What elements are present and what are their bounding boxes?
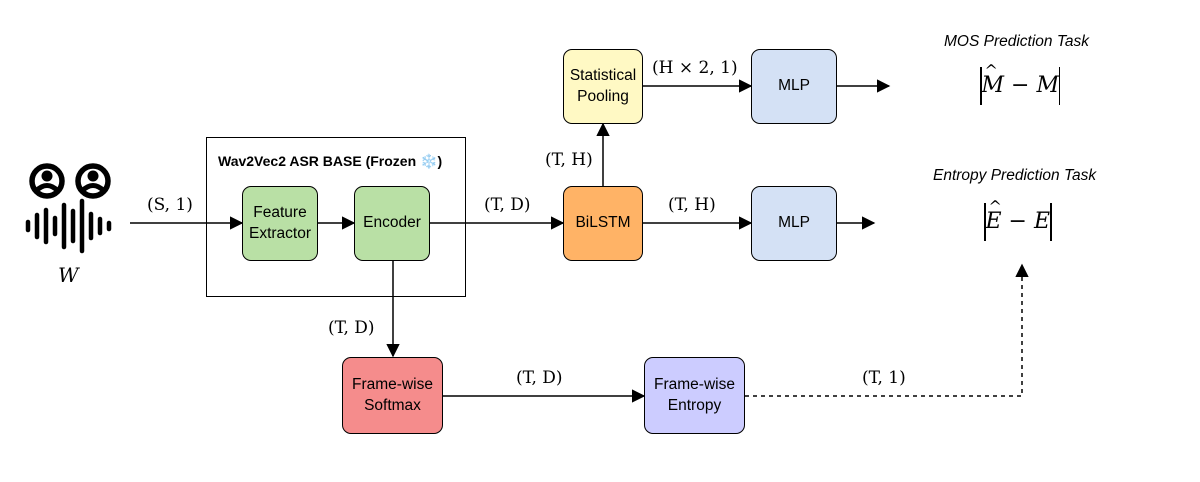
mlp-mid-block: MLP [751,186,837,261]
softmax-block: Frame-wise Softmax [342,357,443,434]
dim-pool-to-mlp: (H × 2, 1) [652,58,738,78]
speaker-waveform-icon [25,163,112,254]
snowflake-icon: ❄️ [420,153,438,169]
mos-task-title: MOS Prediction Task [944,33,1090,50]
input-label: W [58,263,79,287]
entropy-block: Frame-wise Entropy [644,357,745,434]
entropy-loss: E − E [984,197,1052,241]
statistical-pooling-block: Statistical Pooling [563,49,643,124]
encoder-block: Encoder [354,186,430,261]
frame-title: Wav2Vec2 ASR BASE (Frozen ❄️) [218,153,443,169]
dim-bilstm-to-pool: (T, H) [545,150,593,170]
mlp-top-block: MLP [751,49,837,124]
dim-enc-to-softmax: (T, D) [328,318,375,338]
wav2vec2-frame [206,137,466,297]
dim-entropy-out: (T, 1) [862,368,906,388]
entropy-task-title: Entropy Prediction Task [933,167,1097,184]
feature-extractor-block: Feature Extractor [242,186,318,261]
bilstm-block: BiLSTM [563,186,643,261]
dim-bilstm-to-mlp: (T, H) [668,195,716,215]
dim-input: (S, 1) [147,195,193,215]
dim-softmax-to-entropy: (T, D) [516,368,563,388]
dim-enc-to-bilstm: (T, D) [484,195,531,215]
mos-loss: M − M [980,61,1061,105]
